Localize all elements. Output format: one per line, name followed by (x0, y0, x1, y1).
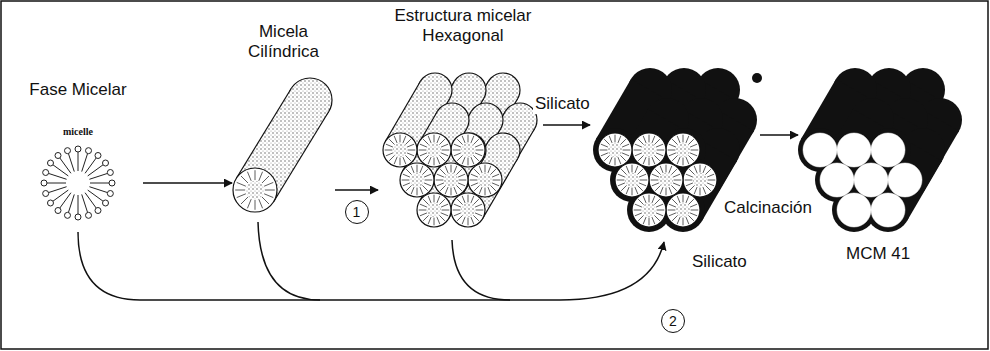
silicate-arrow (543, 124, 590, 126)
product-label: MCM 41 (844, 244, 912, 264)
stage-group: Fase Micelar micelle (13, 80, 143, 220)
spherical-micelle (41, 146, 115, 220)
micelle-label: micelle (13, 126, 143, 138)
calcination-arrow (760, 134, 798, 136)
stage-heading: Micela Cilíndrica (232, 22, 335, 62)
route-2-branch (452, 240, 510, 300)
route-2-branch (258, 222, 320, 300)
reagent-label: Silicato (533, 94, 592, 114)
reagent-label: Silicato (690, 252, 749, 272)
stage-group: Micela Cilíndrica (232, 22, 335, 217)
step-label: Calcinación (722, 198, 814, 218)
process-arrow (143, 182, 232, 184)
stage-group: Estructura micelar Hexagonal (378, 6, 548, 236)
mcm41-silica (798, 68, 962, 232)
hexagonal-micelle-array (383, 73, 537, 227)
callout-number: 2 (661, 309, 685, 333)
stage-heading: Estructura micelar Hexagonal (378, 6, 548, 46)
process-arrow (335, 189, 378, 191)
stage-heading: Fase Micelar (13, 80, 143, 100)
cylindrical-micelle (233, 78, 332, 212)
route-2-line (78, 232, 664, 300)
figures (41, 68, 962, 232)
callout-number: 1 (345, 200, 369, 224)
